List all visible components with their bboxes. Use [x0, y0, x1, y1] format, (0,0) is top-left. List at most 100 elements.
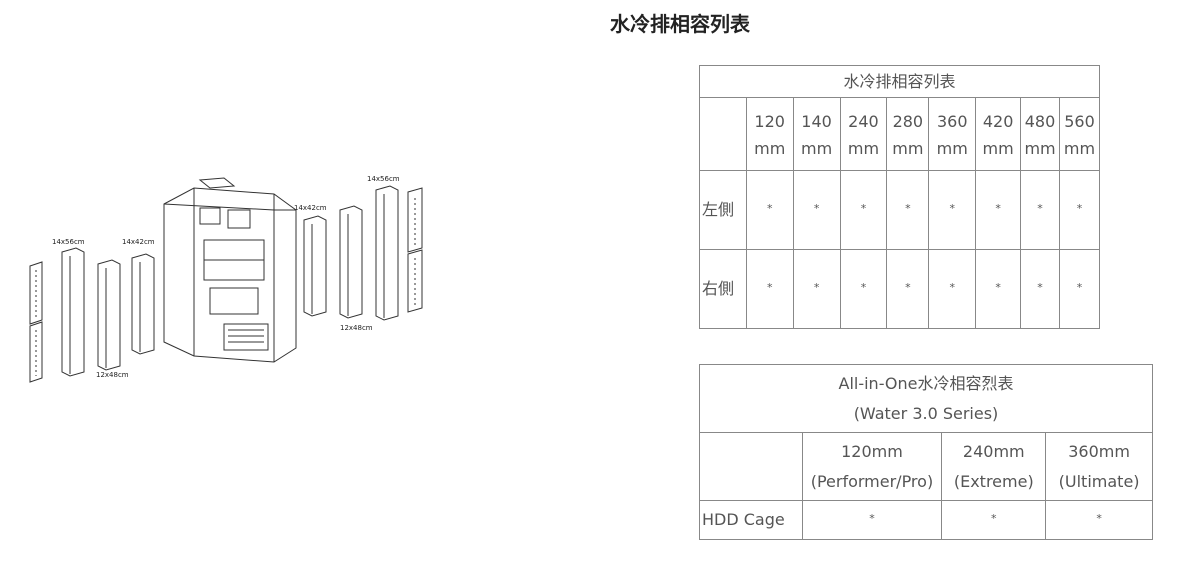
- size-unit: mm: [1063, 138, 1096, 158]
- size-header-360: 360 mm: [928, 97, 977, 171]
- right-radiator-medium: [303, 215, 327, 317]
- size-number: 360: [936, 111, 968, 131]
- aio-size: 120mm: [841, 442, 903, 461]
- table-row: 右側 * * * * * * * *: [699, 249, 1100, 329]
- aio-size: 240mm: [962, 442, 1025, 461]
- compat-mark: *: [792, 170, 841, 250]
- aio-series: (Performer/Pro): [810, 472, 934, 491]
- compat-mark: *: [941, 500, 1047, 540]
- size-header-280: 280 mm: [886, 97, 930, 171]
- row-label-left-side: 左側: [699, 170, 747, 250]
- empty-header-cell: [699, 97, 747, 171]
- size-number: 560: [1064, 111, 1095, 131]
- compat-mark-text: *: [1037, 202, 1043, 215]
- aio-table-title: All-in-One水冷相容烈表 (Water 3.0 Series): [699, 364, 1153, 433]
- compat-mark: *: [1020, 170, 1060, 250]
- compat-mark-text: *: [813, 202, 820, 215]
- compat-mark: *: [1045, 500, 1153, 540]
- page-title: 水冷排相容列表: [610, 12, 750, 36]
- size-unit: mm: [847, 138, 880, 158]
- compat-mark-text: *: [813, 281, 820, 294]
- compat-mark-text: *: [949, 202, 955, 215]
- table-row: HDD Cage * * *: [699, 500, 1153, 540]
- size-header-140: 140 mm: [792, 97, 841, 171]
- compat-mark: *: [792, 249, 841, 329]
- size-number: 480: [1024, 111, 1056, 131]
- table-row: 左側 * * * * * * * *: [699, 170, 1100, 250]
- compat-mark-text: *: [949, 281, 955, 294]
- label-right-mid: 14x42cm: [294, 204, 327, 212]
- compat-mark-text: *: [766, 281, 773, 294]
- aio-series: (Ultimate): [1058, 472, 1140, 491]
- compat-mark: *: [839, 249, 888, 329]
- exploded-chassis-illustration: 14x56cm 14x42cm 12x48cm 14x42cm 14x56cm …: [29, 175, 423, 383]
- compat-mark-text: *: [1076, 202, 1083, 215]
- compat-mark-text: *: [1037, 281, 1043, 294]
- label-left-mid: 14x42cm: [122, 238, 155, 246]
- right-radiator-large: [375, 185, 399, 321]
- size-unit: mm: [800, 138, 833, 158]
- compat-mark: *: [928, 249, 977, 329]
- size-number: 280: [892, 111, 924, 131]
- compat-mark: *: [1059, 170, 1100, 250]
- right-bracket: [407, 187, 423, 313]
- left-radiator-medium: [131, 253, 155, 355]
- compat-mark: *: [1059, 249, 1100, 329]
- size-unit: mm: [982, 138, 1014, 158]
- size-unit: mm: [892, 138, 924, 158]
- compat-mark: *: [886, 249, 930, 329]
- size-number: 140: [801, 111, 832, 131]
- compat-mark: *: [975, 249, 1022, 329]
- label-right-top: 14x56cm: [367, 175, 400, 183]
- compat-mark-text: *: [766, 202, 773, 215]
- size-header-240: 240 mm: [839, 97, 888, 171]
- size-number: 420: [982, 111, 1014, 131]
- compat-mark: *: [975, 170, 1022, 250]
- size-unit: mm: [1024, 138, 1056, 158]
- compat-mark-text: *: [905, 281, 911, 294]
- compat-mark-text: *: [1096, 512, 1102, 525]
- compat-mark-text: *: [869, 512, 875, 525]
- size-header-560: 560 mm: [1059, 97, 1100, 171]
- size-number: 120: [754, 111, 785, 131]
- compat-mark-text: *: [995, 281, 1001, 294]
- size-header-420: 420 mm: [975, 97, 1022, 171]
- compat-mark: *: [745, 170, 794, 250]
- right-radiator-small: [339, 205, 363, 319]
- aio-title-line2: (Water 3.0 Series): [853, 404, 999, 423]
- size-unit: mm: [936, 138, 968, 158]
- compat-mark-text: *: [860, 202, 867, 215]
- aio-col-360: 360mm (Ultimate): [1045, 432, 1153, 501]
- compat-mark: *: [1020, 249, 1060, 329]
- aio-size: 360mm: [1068, 442, 1130, 461]
- size-unit: mm: [754, 138, 786, 158]
- compat-mark-text: *: [905, 202, 911, 215]
- compat-mark: *: [839, 170, 888, 250]
- aio-title-line1: All-in-One水冷相容烈表: [838, 374, 1014, 393]
- left-radiator-large: [61, 247, 85, 377]
- compat-mark-text: *: [991, 512, 997, 525]
- row-label-hdd-cage: HDD Cage: [699, 500, 803, 540]
- size-header-480: 480 mm: [1020, 97, 1060, 171]
- row-label-right-side: 右側: [699, 249, 747, 329]
- compat-mark: *: [886, 170, 930, 250]
- left-bracket: [29, 261, 43, 383]
- label-right-bottom: 12x48cm: [340, 324, 373, 332]
- size-header-120: 120 mm: [745, 97, 794, 171]
- compat-mark-text: *: [995, 202, 1001, 215]
- aio-compat-table: All-in-One水冷相容烈表 (Water 3.0 Series) 120mm…: [699, 364, 1153, 540]
- aio-series: (Extreme): [953, 472, 1034, 491]
- label-left-top: 14x56cm: [52, 238, 85, 246]
- compat-mark-text: *: [860, 281, 867, 294]
- compat-mark: *: [801, 500, 943, 540]
- empty-header-cell: [699, 432, 803, 501]
- table-title: 水冷排相容列表: [699, 65, 1100, 98]
- compat-mark: *: [745, 249, 794, 329]
- chassis-body: [163, 177, 297, 363]
- size-number: 240: [848, 111, 879, 131]
- compat-mark-text: *: [1076, 281, 1083, 294]
- aio-col-240: 240mm (Extreme): [941, 432, 1047, 501]
- radiator-compat-table: 水冷排相容列表 120 mm 140 mm 240 mm 280 mm 360 mm 42…: [699, 65, 1100, 329]
- aio-col-120: 120mm (Performer/Pro): [801, 432, 943, 501]
- compat-mark: *: [928, 170, 977, 250]
